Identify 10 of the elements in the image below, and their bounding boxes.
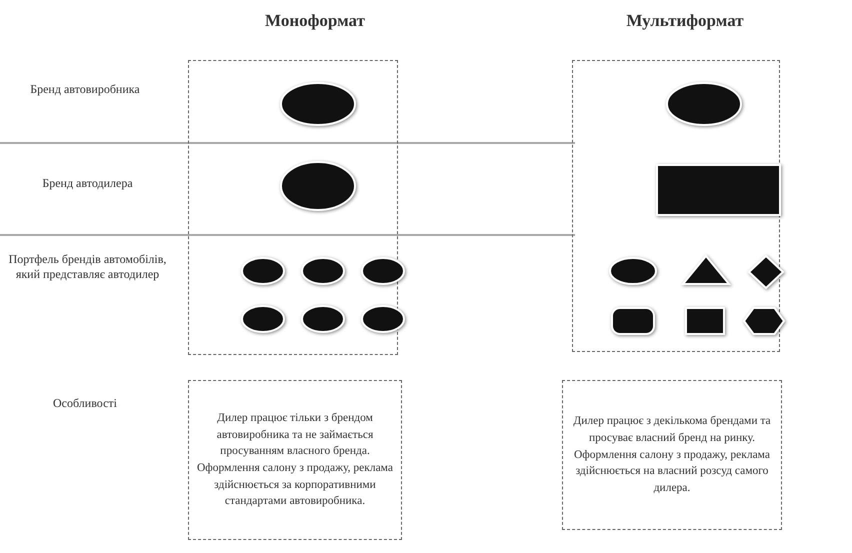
feature-text: Дилер працює тільки з брендом автовиробника та не займається просуванням власного бренда. Оформлення салону з продажу, реклама здійснюється за корпоративними стандартами автовиробника. <box>197 410 393 510</box>
row-label: Бренд автодилера <box>41 176 134 191</box>
feature-box <box>188 380 402 540</box>
column-heading: Моноформат <box>264 10 366 32</box>
row-label: Особливості <box>52 396 118 411</box>
row-label: Портфель брендів автомобілів, який представляє автодилер <box>8 252 168 282</box>
row-label: Бренд автовиробника <box>29 82 141 97</box>
column-heading: Мультиформат <box>625 10 745 32</box>
feature-box <box>562 380 782 530</box>
feature-text: Дилер працює з декількома брендами та просуває власний бренд на ринку. Оформлення салону з продажу, реклама здійснюється на власний розсуд самого дилера. <box>572 414 772 496</box>
